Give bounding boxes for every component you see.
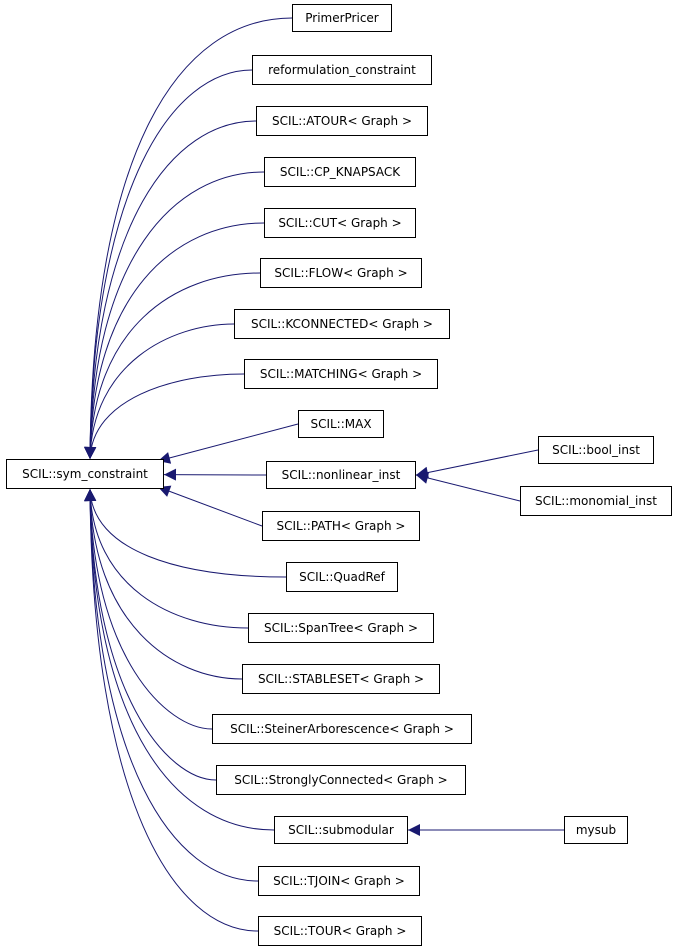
class-node-label: SCIL::MAX [310,417,372,431]
class-node-label: SCIL::submodular [288,823,394,837]
class-node-label: SCIL::StronglyConnected< Graph > [234,773,448,787]
class-node-nonlinear-inst[interactable]: SCIL::nonlinear_inst [266,461,416,489]
inheritance-edge-path [157,485,263,527]
inheritance-edge-tour [84,488,259,932]
inheritance-edge-stableset [84,488,243,680]
class-node-label: SCIL::bool_inst [552,443,640,457]
class-node-label: PrimerPricer [305,11,379,25]
inheritance-edge-stronglyconnected [84,488,217,781]
class-node-label: SCIL::QuadRef [299,570,385,584]
class-node-label: mysub [575,823,617,837]
inheritance-edge-quadref [84,488,287,578]
class-node-submodular[interactable]: SCIL::submodular [274,816,408,844]
class-node-tjoin[interactable]: SCIL::TJOIN< Graph > [258,866,420,896]
class-node-sym-constraint[interactable]: SCIL::sym_constraint [6,459,164,489]
inheritance-edge-atour [84,120,257,460]
inheritance-edge-monomial-inst [415,472,521,502]
inheritance-edge-matching [84,373,245,460]
inheritance-edge-cp-knapsack [84,171,265,460]
class-node-path[interactable]: SCIL::PATH< Graph > [262,511,420,541]
class-node-stronglyconnected[interactable]: SCIL::StronglyConnected< Graph > [216,765,466,795]
class-node-steinerarborescence[interactable]: SCIL::SteinerArborescence< Graph > [212,714,472,744]
class-node-label: SCIL::STABLESET< Graph > [257,672,425,686]
inheritance-edge-kconnected [84,323,235,460]
inheritance-edge-cut [84,222,265,460]
inheritance-edge-spantree [84,488,249,629]
class-node-stableset[interactable]: SCIL::STABLESET< Graph > [242,664,440,694]
class-node-label: SCIL::CUT< Graph > [278,216,402,230]
class-node-label: SCIL::sym_constraint [22,467,148,481]
inheritance-edge-flow [84,272,261,460]
class-node-primerpricer[interactable]: PrimerPricer [292,4,392,32]
inheritance-edge-max [157,423,299,464]
class-node-quadref[interactable]: SCIL::QuadRef [286,562,398,592]
class-node-reformulation-constraint[interactable]: reformulation_constraint [252,55,432,85]
class-node-kconnected[interactable]: SCIL::KCONNECTED< Graph > [234,309,450,339]
class-node-label: SCIL::FLOW< Graph > [274,266,408,280]
class-node-label: SCIL::CP_KNAPSACK [279,165,401,179]
class-node-label: SCIL::ATOUR< Graph > [271,114,413,128]
class-node-atour[interactable]: SCIL::ATOUR< Graph > [256,106,428,136]
inheritance-edge-steinerarborescence [84,488,213,730]
class-node-label: SCIL::PATH< Graph > [276,519,406,533]
class-node-label: reformulation_constraint [268,63,416,77]
class-node-matching[interactable]: SCIL::MATCHING< Graph > [244,359,438,389]
class-node-mysub[interactable]: mysub [564,816,628,844]
class-node-label: SCIL::SteinerArborescence< Graph > [230,722,454,736]
inheritance-edge-primerpricer [84,17,293,460]
class-node-label: SCIL::TJOIN< Graph > [273,874,405,888]
class-node-label: SCIL::monomial_inst [535,494,657,508]
class-node-cut[interactable]: SCIL::CUT< Graph > [264,208,416,238]
class-node-label: SCIL::KCONNECTED< Graph > [251,317,433,331]
class-node-bool-inst[interactable]: SCIL::bool_inst [538,436,654,464]
class-node-label: SCIL::MATCHING< Graph > [259,367,423,381]
class-node-flow[interactable]: SCIL::FLOW< Graph > [260,258,422,288]
class-node-max[interactable]: SCIL::MAX [298,410,384,438]
class-node-monomial-inst[interactable]: SCIL::monomial_inst [520,486,672,516]
class-node-spantree[interactable]: SCIL::SpanTree< Graph > [248,613,434,643]
inheritance-edge-reformulation-constraint [84,69,253,460]
class-node-label: SCIL::TOUR< Graph > [273,924,407,938]
inheritance-edge-submodular [84,488,275,831]
inheritance-edge-tjoin [84,488,259,882]
class-node-tour[interactable]: SCIL::TOUR< Graph > [258,916,422,946]
class-node-label: SCIL::SpanTree< Graph > [263,621,419,635]
class-node-cp-knapsack[interactable]: SCIL::CP_KNAPSACK [264,157,416,187]
class-node-label: SCIL::nonlinear_inst [281,468,401,482]
inheritance-edge-bool-inst [415,449,539,479]
